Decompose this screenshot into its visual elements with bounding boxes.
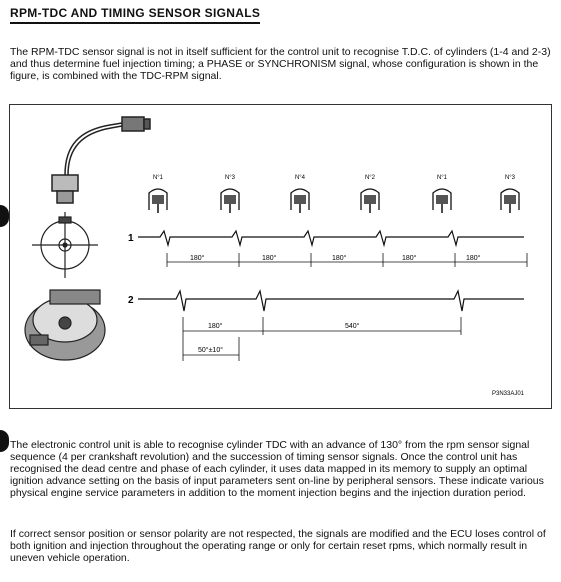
intro-paragraph: The RPM-TDC sensor signal is not in itse… <box>10 46 551 82</box>
trace-2-label: 2 <box>128 295 134 306</box>
trace-2-dimensions <box>182 317 462 361</box>
binder-hole-marker <box>0 430 9 452</box>
cylinder-label: N°1 <box>437 175 448 181</box>
trace-2-interval-label: 540° <box>345 322 360 330</box>
cylinder-body <box>220 188 240 210</box>
cylinder-label: N°3 <box>225 175 236 181</box>
cylinder-label: N°2 <box>365 175 376 181</box>
cylinder-label: N°1 <box>153 175 164 181</box>
piston-icon <box>294 195 306 204</box>
trace-1-interval-label: 180° <box>466 254 481 262</box>
trace-2-signal <box>138 289 524 312</box>
cylinder-body <box>290 188 310 210</box>
cylinder-icon: N°1 <box>148 175 168 213</box>
trace-2-interval-label: 180° <box>208 322 223 330</box>
page-title: RPM-TDC AND TIMING SENSOR SIGNALS <box>10 6 261 24</box>
trace-1-interval-label: 180° <box>262 254 277 262</box>
piston-icon <box>436 195 448 204</box>
cylinder-label: N°3 <box>505 175 516 181</box>
phonic-wheel-icon <box>32 212 98 278</box>
binder-hole-marker <box>0 205 9 227</box>
trace-1-interval-label: 180° <box>332 254 347 262</box>
signal-diagram: N°1 N°3 N°4 N°2 N°1 N°3 1 180° 180° 180° 180°… <box>24 116 528 397</box>
cylinder-body <box>500 188 520 210</box>
piston-icon <box>152 195 164 204</box>
distributor-icon <box>24 289 106 361</box>
cylinder-icon: N°2 <box>360 175 380 213</box>
cylinder-label: N°4 <box>295 175 306 181</box>
cylinder-body <box>432 188 452 210</box>
sensor-cable-icon <box>51 116 151 204</box>
cylinder-icon: N°1 <box>432 175 452 213</box>
figure-reference-code: P3N33AJ01 <box>492 391 525 397</box>
cylinder-icon: N°4 <box>290 175 310 213</box>
sensor-signal-figure: N°1 N°3 N°4 N°2 N°1 N°3 1 180° 180° 180° 180°… <box>9 104 552 409</box>
trace-1-label: 1 <box>128 233 134 244</box>
sensor-polarity-paragraph: If correct sensor position or sensor pol… <box>10 528 546 564</box>
cylinder-body <box>360 188 380 210</box>
trace-1-interval-label: 180° <box>190 254 205 262</box>
cylinder-body <box>148 188 168 210</box>
ecu-recognition-paragraph: The electronic control unit is able to r… <box>10 439 544 499</box>
advance-angle-label: 50°±10° <box>198 346 223 354</box>
cylinder-icon: N°3 <box>500 175 520 213</box>
piston-icon <box>364 195 376 204</box>
piston-icon <box>224 195 236 204</box>
cylinder-icon: N°3 <box>220 175 240 213</box>
trace-1-dimensions <box>166 253 528 267</box>
trace-1-interval-label: 180° <box>402 254 417 262</box>
trace-1-signal <box>138 229 524 248</box>
piston-icon <box>504 195 516 204</box>
